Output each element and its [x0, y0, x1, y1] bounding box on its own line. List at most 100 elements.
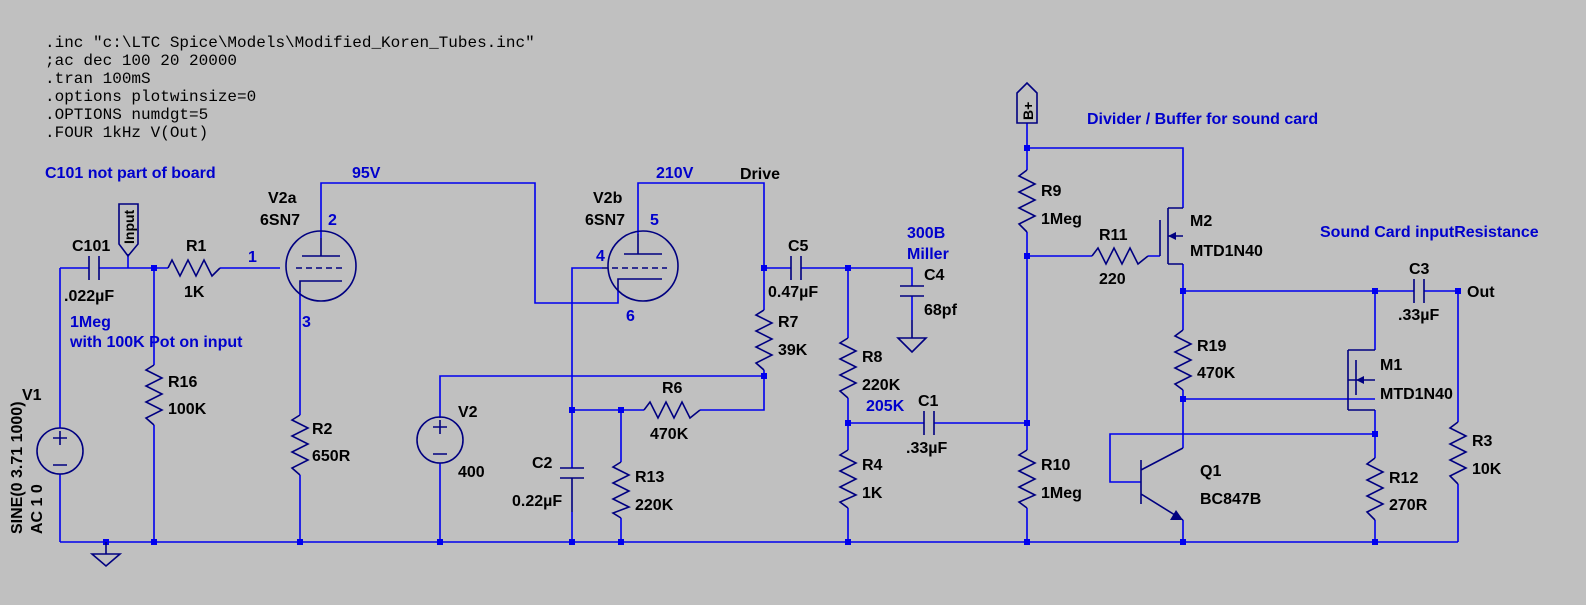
junction — [569, 407, 575, 413]
note-pot-2[interactable]: with 100K Pot on input — [69, 334, 243, 351]
r13-name: R13 — [635, 469, 664, 486]
junction — [297, 539, 303, 545]
capacitor-c4[interactable] — [900, 285, 924, 297]
net-210v[interactable]: 210V — [656, 165, 694, 182]
junction — [1024, 253, 1030, 259]
triode-v2b[interactable] — [602, 230, 679, 302]
net-flag-input[interactable]: Input — [118, 203, 139, 258]
directive-ac[interactable]: ;ac dec 100 20 20000 — [45, 52, 237, 70]
junction — [761, 265, 767, 271]
c2-value: 0.22µF — [512, 493, 562, 510]
r6-name: R6 — [662, 380, 683, 397]
r19-value: 470K — [1197, 365, 1236, 382]
ground-symbol-main[interactable] — [89, 542, 123, 568]
note-miller-1[interactable]: 300B — [907, 225, 945, 242]
junction — [151, 539, 157, 545]
capacitor-c5[interactable] — [790, 256, 802, 280]
capacitor-c1[interactable] — [923, 411, 935, 435]
resistor-r8[interactable] — [838, 337, 858, 399]
v2b-name: V2b — [593, 190, 623, 207]
resistor-r9[interactable] — [1017, 169, 1037, 233]
resistor-r19[interactable] — [1173, 329, 1193, 391]
r16-value: 100K — [168, 401, 207, 418]
r12-value: 270R — [1389, 497, 1428, 514]
resistor-r4[interactable] — [838, 449, 858, 509]
resistor-r6[interactable] — [643, 400, 701, 420]
source-v1[interactable] — [36, 427, 84, 475]
pin-5-label: 5 — [650, 212, 659, 229]
wires[interactable] — [59, 123, 1459, 543]
v1-name: V1 — [22, 387, 42, 404]
v2-name: V2 — [458, 404, 478, 421]
resistor-r1[interactable] — [167, 258, 221, 278]
junction — [151, 265, 157, 271]
r3-value: 10K — [1472, 461, 1502, 478]
resistor-r2[interactable] — [290, 414, 310, 476]
mosfet-m2[interactable] — [1159, 207, 1183, 265]
c1-value: .33µF — [906, 440, 947, 457]
m1-value: MTD1N40 — [1380, 386, 1453, 403]
bjt-q1[interactable] — [1140, 447, 1184, 521]
junction — [1372, 431, 1378, 437]
triode-v2a[interactable] — [285, 230, 357, 302]
directive-numdgt[interactable]: .OPTIONS numdgt=5 — [45, 106, 208, 124]
r12-name: R12 — [1389, 470, 1418, 487]
note-soundcard[interactable]: Sound Card inputResistance — [1320, 224, 1539, 241]
junction — [845, 420, 851, 426]
junction — [1180, 396, 1186, 402]
m2-value: MTD1N40 — [1190, 243, 1263, 260]
capacitor-c2[interactable] — [560, 467, 584, 512]
directive-four[interactable]: .FOUR 1kHz V(Out) — [45, 124, 208, 142]
r11-value: 220 — [1099, 271, 1126, 288]
source-v2[interactable] — [416, 416, 464, 464]
resistor-r7[interactable] — [754, 309, 774, 371]
c3-name: C3 — [1409, 261, 1430, 278]
c4-value: 68pf — [924, 302, 958, 319]
r1-name: R1 — [186, 238, 207, 255]
resistor-r10[interactable] — [1017, 449, 1037, 509]
c1-name: C1 — [918, 393, 939, 410]
r7-value: 39K — [778, 342, 808, 359]
r2-name: R2 — [312, 421, 333, 438]
note-c101[interactable]: C101 not part of board — [45, 165, 216, 182]
junction — [1372, 288, 1378, 294]
junction — [845, 265, 851, 271]
directive-options[interactable]: .options plotwinsize=0 — [45, 88, 256, 106]
net-95v[interactable]: 95V — [352, 165, 381, 182]
resistor-r3[interactable] — [1448, 421, 1468, 485]
c4-name: C4 — [924, 267, 945, 284]
v2a-name: V2a — [268, 190, 297, 207]
note-divider[interactable]: Divider / Buffer for sound card — [1087, 111, 1318, 128]
v1-value: SINE(0 3.71 1000) — [9, 401, 26, 534]
resistor-r13[interactable] — [611, 461, 631, 519]
resistor-r16[interactable] — [144, 364, 164, 426]
pin-1-label: 1 — [248, 249, 257, 266]
v2-value: 400 — [458, 464, 485, 481]
ground-symbol-c4[interactable] — [896, 320, 928, 354]
v1-value-ac: AC 1 0 — [29, 484, 46, 534]
c2-name: C2 — [532, 455, 553, 472]
spice-directives[interactable]: .inc "c:\LTC Spice\Models\Modified_Koren… — [45, 34, 535, 142]
net-out[interactable]: Out — [1467, 284, 1495, 301]
r19-name: R19 — [1197, 338, 1226, 355]
net-drive[interactable]: Drive — [740, 166, 780, 183]
note-pot-1[interactable]: 1Meg — [70, 314, 111, 331]
junction — [1372, 539, 1378, 545]
resistor-r12[interactable] — [1365, 457, 1385, 521]
junction — [1024, 539, 1030, 545]
directive-inc[interactable]: .inc "c:\LTC Spice\Models\Modified_Koren… — [45, 34, 535, 52]
directive-tran[interactable]: .tran 100mS — [45, 70, 151, 88]
capacitor-c3[interactable] — [1413, 279, 1425, 303]
net-205k[interactable]: 205K — [866, 398, 905, 415]
net-flag-bplus[interactable]: B+ — [1016, 81, 1038, 124]
resistor-r11[interactable] — [1091, 246, 1149, 266]
r3-name: R3 — [1472, 433, 1493, 450]
mosfet-m1[interactable] — [1347, 349, 1375, 411]
r10-name: R10 — [1041, 457, 1070, 474]
note-miller-2[interactable]: Miller — [907, 246, 949, 263]
r13-value: 220K — [635, 497, 674, 514]
junctions — [103, 145, 1461, 545]
junction — [569, 539, 575, 545]
capacitor-c101[interactable] — [88, 256, 100, 280]
